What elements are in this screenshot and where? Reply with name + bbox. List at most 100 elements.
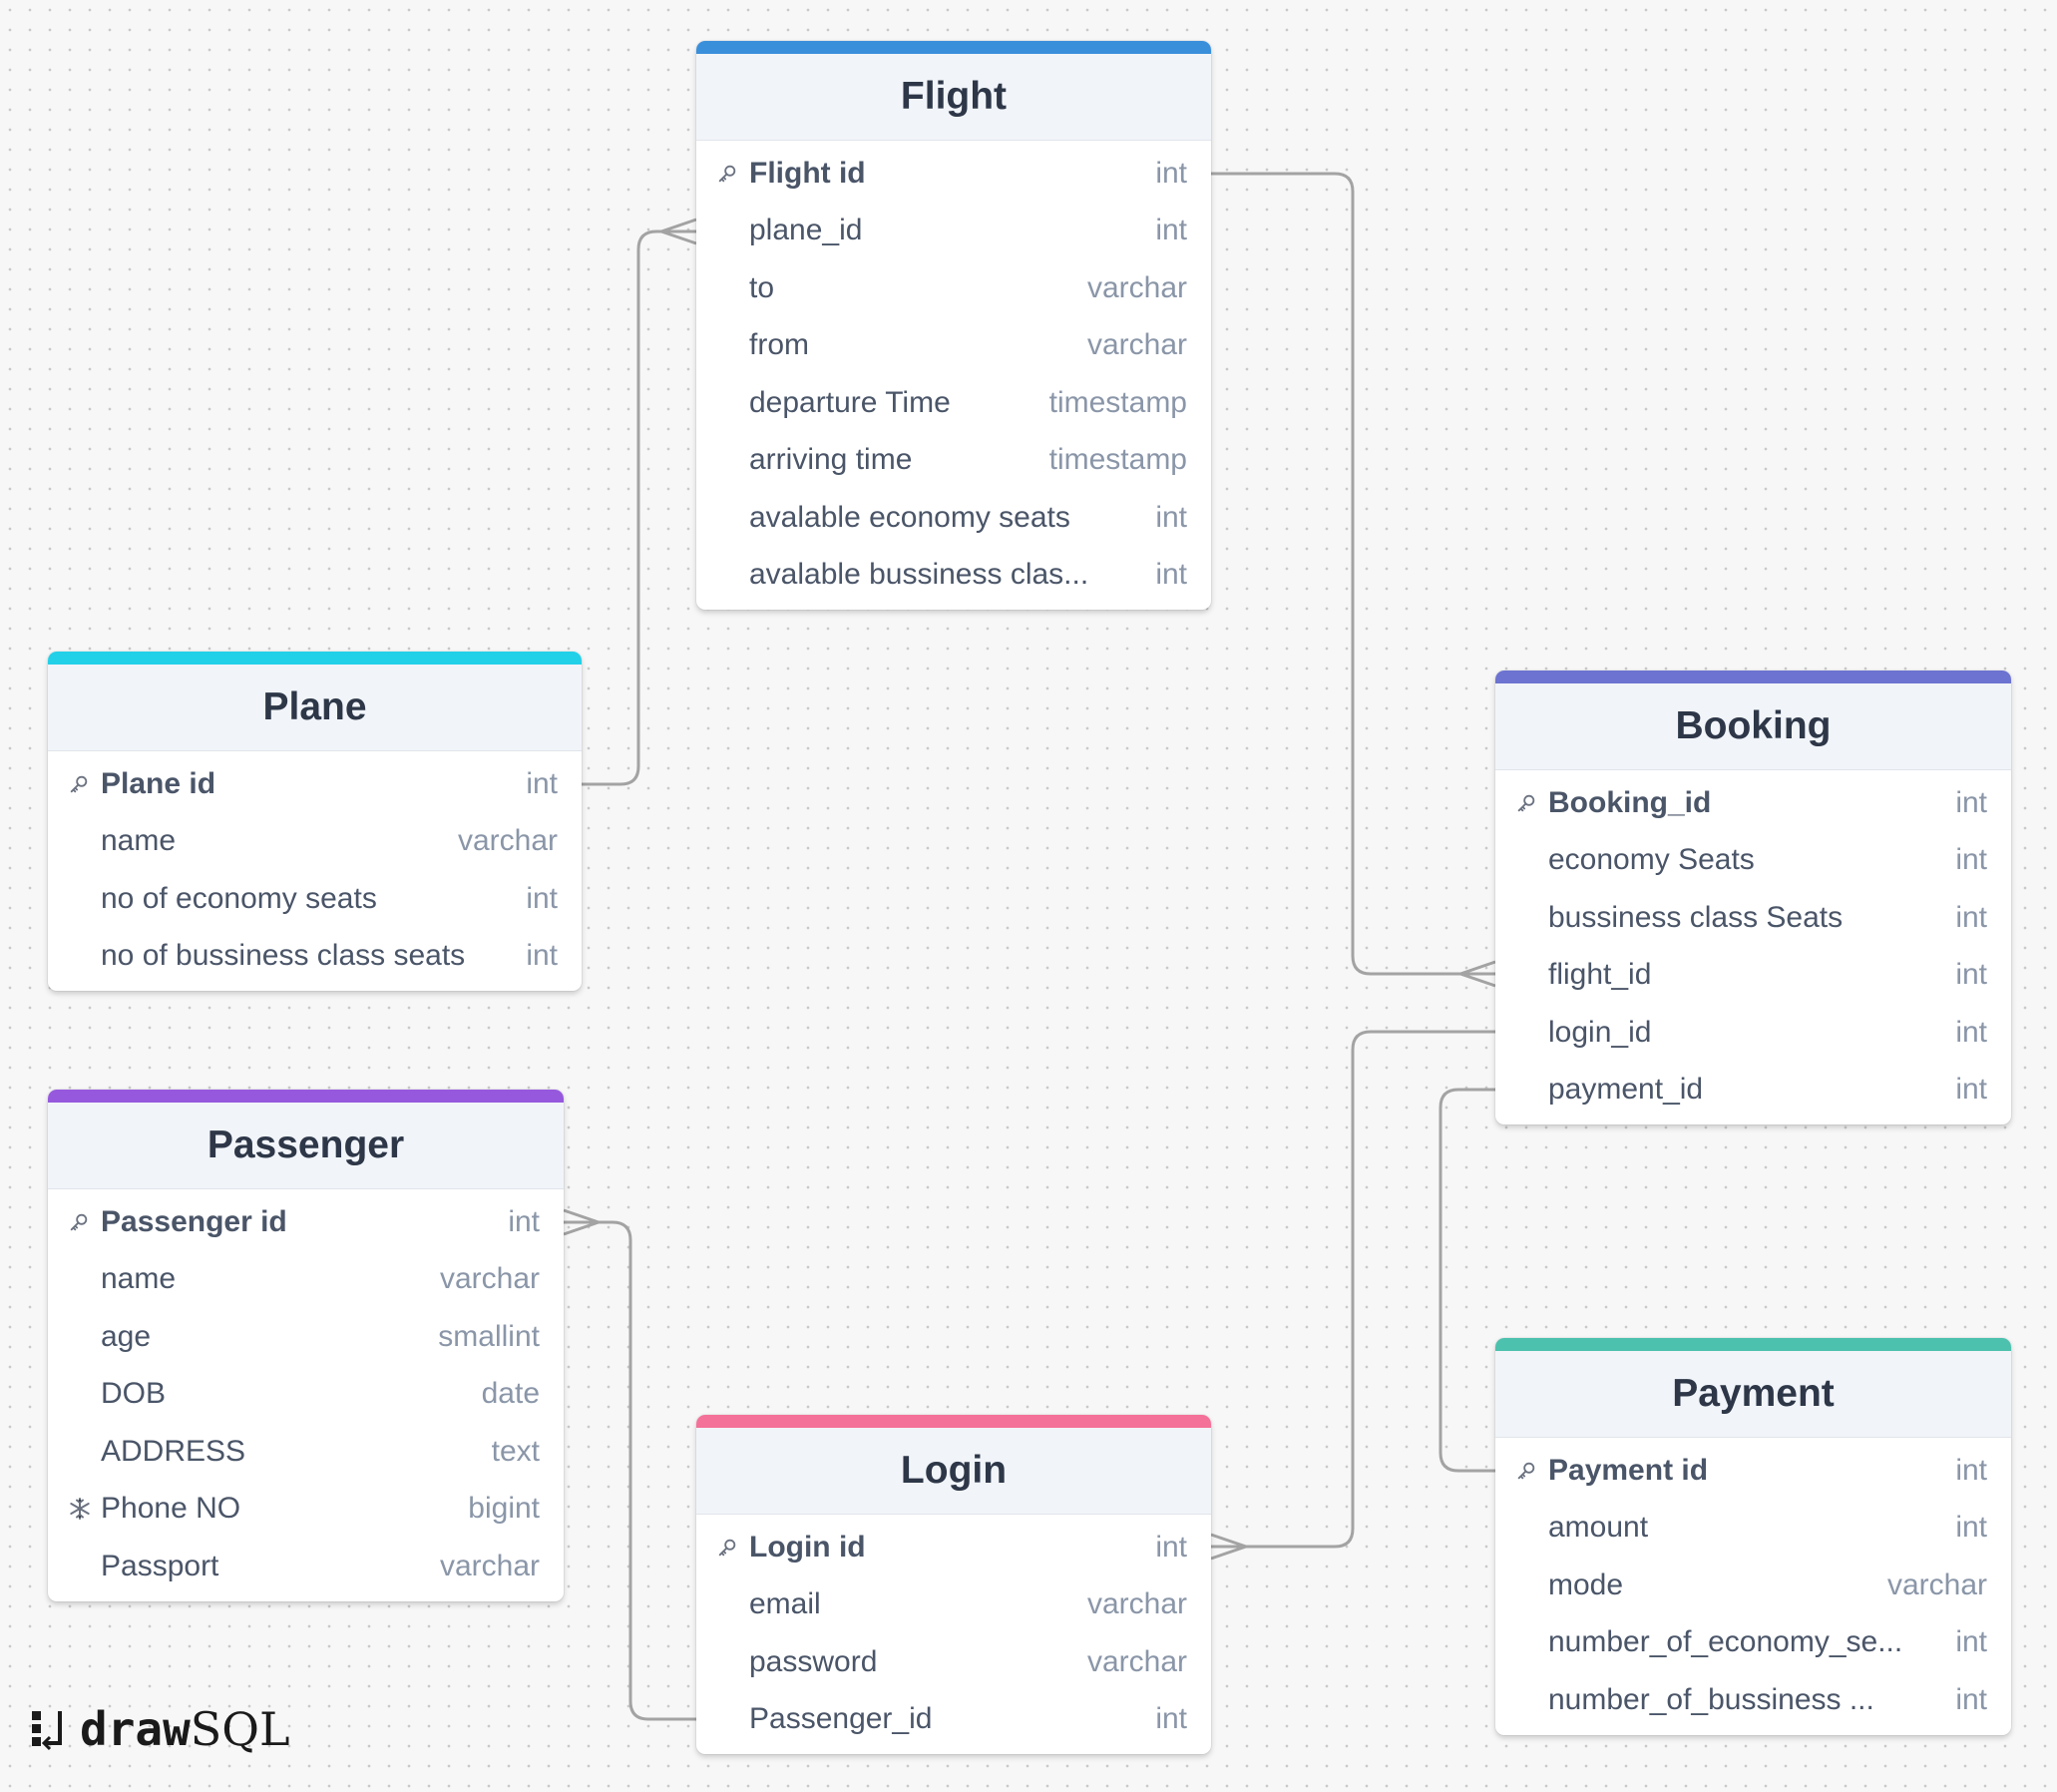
- column-name: Plane id: [101, 766, 216, 800]
- column-type: int: [1955, 1453, 1987, 1487]
- column-type: varchar: [439, 1262, 540, 1296]
- column-name: bussiness class Seats: [1548, 900, 1844, 934]
- column-name: Passenger_id: [749, 1702, 933, 1736]
- table-color-bar: [1495, 671, 2011, 683]
- table-color-bar: [696, 1415, 1211, 1428]
- relation-login-passenger[interactable]: [564, 1220, 696, 1721]
- table-title[interactable]: Plane: [48, 665, 582, 751]
- relation-plane-flight[interactable]: [582, 229, 696, 786]
- column-type: date: [481, 1377, 540, 1411]
- relation-booking-payment[interactable]: [1439, 1088, 1495, 1473]
- table-title[interactable]: Flight: [696, 54, 1211, 141]
- column-name: amount: [1548, 1511, 1649, 1545]
- column-row[interactable]: economy Seats int: [1495, 832, 2011, 890]
- column-type: int: [526, 881, 558, 915]
- relation-flight-booking[interactable]: [1211, 172, 1495, 976]
- primary-key-icon: [716, 163, 749, 185]
- column-type: varchar: [1086, 1587, 1187, 1621]
- column-type: int: [1955, 1682, 1987, 1716]
- column-row[interactable]: age smallint: [48, 1308, 564, 1366]
- column-type: varchar: [439, 1549, 540, 1582]
- column-row[interactable]: avalable bussiness clas...int: [696, 547, 1211, 605]
- relation-booking-login[interactable]: [1211, 1030, 1495, 1549]
- column-name: economy Seats: [1548, 843, 1755, 877]
- column-name: Payment id: [1548, 1453, 1709, 1487]
- column-type: int: [1955, 1015, 1987, 1049]
- table-title[interactable]: Passenger: [48, 1103, 564, 1189]
- column-type: varchar: [1086, 270, 1187, 304]
- crowfoot-login-id: [1210, 1533, 1247, 1561]
- column-name: name: [101, 1262, 177, 1296]
- column-row[interactable]: amount int: [1495, 1500, 2011, 1558]
- column-name: plane_id: [749, 214, 863, 247]
- table-title[interactable]: Booking: [1495, 683, 2011, 770]
- drawsql-logo-icon: [32, 1711, 62, 1751]
- column-name: age: [101, 1319, 152, 1353]
- column-name: ADDRESS: [101, 1434, 246, 1468]
- column-type: int: [526, 939, 558, 973]
- unique-snowflake-icon: [68, 1497, 101, 1521]
- column-row[interactable]: no of bussiness class seats int: [48, 928, 582, 986]
- column-type: int: [1955, 1073, 1987, 1107]
- column-name: number_of_bussiness ...: [1548, 1682, 1874, 1716]
- column-type: int: [1955, 1511, 1987, 1545]
- table-title[interactable]: Payment: [1495, 1351, 2011, 1438]
- table-title[interactable]: Login: [696, 1428, 1211, 1515]
- column-row[interactable]: Payment id int: [1495, 1442, 2011, 1500]
- column-name: no of bussiness class seats: [101, 939, 466, 973]
- primary-key-icon: [1515, 1460, 1548, 1482]
- column-row[interactable]: name varchar: [48, 1251, 564, 1309]
- column-name: Booking_id: [1548, 785, 1712, 819]
- column-type: int: [1955, 843, 1987, 877]
- column-row[interactable]: Passenger id int: [48, 1193, 564, 1251]
- column-name: Passenger id: [101, 1204, 287, 1238]
- column-type: timestamp: [1048, 385, 1187, 419]
- column-type: int: [1155, 558, 1187, 592]
- column-type: int: [508, 1204, 540, 1238]
- column-row[interactable]: number_of_economy_se...int: [1495, 1614, 2011, 1672]
- column-type: varchar: [1086, 1644, 1187, 1678]
- column-type: smallint: [438, 1319, 540, 1353]
- table-color-bar: [48, 1090, 564, 1103]
- column-type: bigint: [468, 1492, 540, 1526]
- column-name: Login id: [749, 1530, 866, 1564]
- column-name: flight_id: [1548, 958, 1652, 992]
- table-color-bar: [696, 41, 1211, 54]
- column-row[interactable]: number_of_bussiness ... int: [1495, 1671, 2011, 1729]
